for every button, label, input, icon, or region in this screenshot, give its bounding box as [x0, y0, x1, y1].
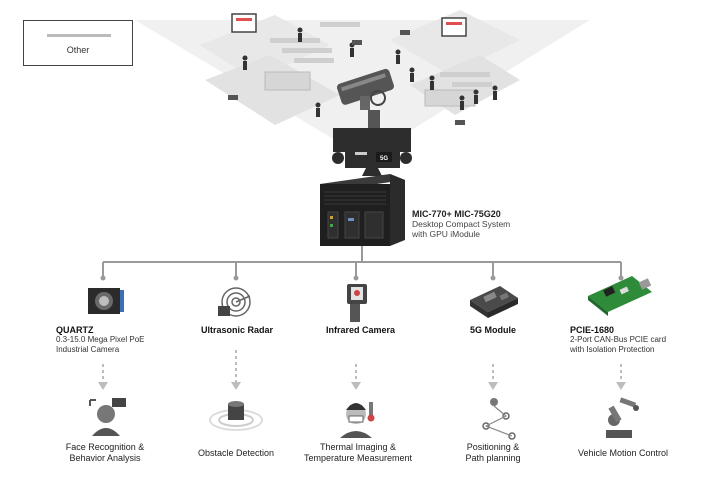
device-label-ultrasonic-radar: Ultrasonic Radar: [201, 325, 273, 335]
device-name: Infrared Camera: [326, 325, 396, 335]
device-desc: Industrial Camera: [56, 345, 120, 354]
system-desc-line2: with GPU iModule: [412, 229, 481, 239]
arrowheads: [98, 382, 626, 390]
path-planning-icon: [482, 398, 516, 440]
device-to-outcome-arrows: [102, 350, 622, 382]
5g-module-icon: [470, 286, 518, 318]
connector-lines: [100, 246, 624, 281]
device-label-infrared-camera: Infrared Camera: [326, 325, 395, 335]
legend-label: Other: [66, 45, 90, 55]
outcome-line: Path planning: [465, 453, 521, 463]
device-label-quartz: QUARTZ 0.3-15.0 Mega Pixel PoE Industria…: [56, 325, 145, 355]
5g-edge-camera-illustration: 5G: [332, 128, 412, 176]
outcome-line: Vehicle Motion Control: [577, 448, 669, 458]
system-desc-line1: Desktop Compact System: [412, 219, 511, 229]
outcome-thermal-imaging: Thermal Imaging & Temperature Measuremen…: [291, 442, 425, 464]
outcome-line: Thermal Imaging &: [319, 442, 397, 452]
industrial-camera-icon: [88, 288, 124, 314]
device-desc: with Isolation Protection: [570, 345, 655, 354]
infrared-camera-icon: [347, 284, 367, 322]
device-name: QUARTZ: [56, 325, 94, 335]
mic-770-system-illustration: [320, 174, 405, 246]
system-name: MIC-770+ MIC-75G20: [412, 209, 501, 219]
device-name: 5G Module: [470, 325, 517, 335]
robot-arm-icon: [606, 397, 639, 438]
face-recognition-icon: [89, 398, 126, 436]
station-scene-illustration: [200, 10, 520, 128]
device-desc: 0.3-15.0 Mega Pixel PoE: [56, 335, 145, 344]
outcome-line: Temperature Measurement: [303, 453, 413, 463]
camera-5g-badge: 5G: [380, 156, 388, 162]
system-label: MIC-770+ MIC-75G20 Desktop Compact Syste…: [412, 209, 510, 239]
device-name: PCIE-1680: [570, 325, 615, 335]
device-name: Ultrasonic Radar: [201, 325, 274, 335]
radar-icon: [218, 287, 251, 317]
legend-swatch: [47, 34, 111, 37]
outcome-line: Face Recognition &: [65, 442, 145, 452]
device-label-pcie-1680: PCIE-1680 2-Port CAN-Bus PCIE card with …: [570, 325, 666, 355]
pcie-card-icon: [588, 276, 652, 316]
device-label-5g-module: 5G Module: [470, 325, 516, 335]
outcome-path-planning: Positioning & Path planning: [443, 442, 543, 464]
outcome-line: Behavior Analysis: [69, 453, 141, 463]
obstacle-detection-icon: [209, 401, 263, 431]
outcome-obstacle-detection: Obstacle Detection: [176, 448, 296, 459]
outcome-line: Positioning &: [466, 442, 520, 452]
outcome-line: Obstacle Detection: [197, 448, 275, 458]
outcome-face-recognition: Face Recognition & Behavior Analysis: [40, 442, 170, 464]
legend: Other: [23, 20, 133, 66]
thermal-imaging-icon: [340, 402, 375, 438]
device-desc: 2-Port CAN-Bus PCIE card: [570, 335, 667, 344]
outcome-vehicle-motion-control: Vehicle Motion Control: [560, 448, 686, 459]
